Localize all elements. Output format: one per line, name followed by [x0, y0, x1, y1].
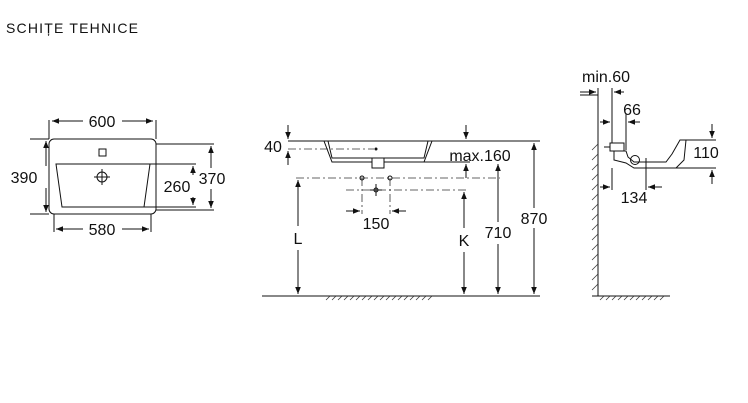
tap-icon — [609, 142, 625, 152]
front-view: 40 max.160 150 L K 710 — [262, 125, 548, 301]
dim-outer-width: 600 — [89, 114, 116, 131]
top-view: 600 580 390 260 370 — [11, 114, 226, 239]
dim-height-L: L — [294, 231, 303, 248]
dim-height-870: 870 — [521, 211, 548, 228]
dim-side-depth: 370 — [199, 171, 226, 188]
section-title: SCHIȚE TEHNICE — [6, 20, 140, 36]
dim-max-thickness: max.160 — [449, 148, 510, 165]
dim-outer-depth: 390 — [11, 170, 38, 187]
basin-side-section — [613, 139, 687, 169]
dim-projection: 134 — [621, 190, 648, 207]
dim-height-710: 710 — [485, 225, 512, 242]
dim-height-K: K — [459, 233, 470, 250]
dim-bowl-depth: 260 — [164, 179, 191, 196]
dim-height-110: 110 — [693, 145, 719, 162]
bowl-outline — [55, 163, 151, 208]
dim-offset: 66 — [623, 102, 641, 119]
basin-outline — [48, 138, 157, 215]
side-view: min.60 66 110 134 — [580, 69, 719, 301]
dim-tap-spacing: 150 — [363, 216, 390, 233]
basin-section — [323, 140, 433, 169]
dim-inner-width: 580 — [89, 222, 116, 239]
tap-hole-icon — [98, 148, 107, 157]
dim-rim-height: 40 — [264, 139, 282, 156]
dim-wall-min: min.60 — [582, 69, 630, 86]
